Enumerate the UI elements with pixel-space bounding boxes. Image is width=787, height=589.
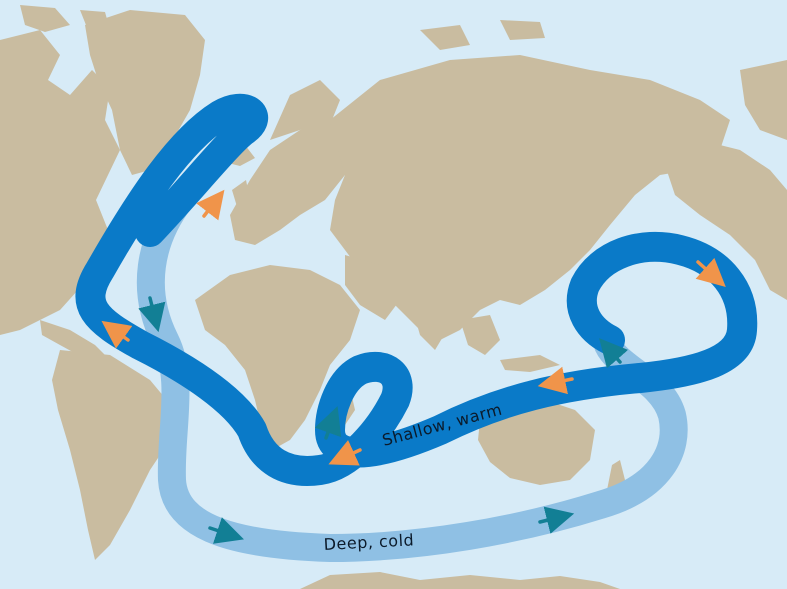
orange-arrow-icon: [695, 257, 726, 288]
asia: [330, 55, 730, 340]
africa: [195, 265, 360, 450]
teal-arrow-icon: [538, 506, 575, 534]
teal-arrow-icon: [208, 517, 244, 544]
northeast-arctic: [740, 60, 787, 140]
orange-arrow-icon: [537, 366, 574, 395]
teal-arrow-icon: [599, 338, 629, 369]
antarctica: [300, 572, 620, 589]
arctic-siberia-islands: [420, 20, 545, 50]
british-isles: [232, 180, 250, 210]
teal-arrow-icon: [314, 406, 342, 440]
greenland: [85, 10, 205, 175]
orange-arrow-icon: [101, 320, 133, 349]
deep-current: [136, 186, 688, 562]
orange-arrow-icon: [328, 440, 362, 466]
deep-current-path: [136, 186, 688, 562]
arabia: [345, 255, 400, 320]
australia: [478, 400, 595, 485]
shallow-current: [75, 93, 758, 486]
india: [410, 300, 450, 350]
south-america: [52, 350, 175, 560]
europe: [230, 120, 350, 245]
southeast-asia: [460, 315, 560, 372]
japan: [560, 225, 585, 262]
alaska: [660, 140, 787, 300]
warm-arrows: [101, 189, 726, 466]
shallow-current-path: [75, 93, 758, 486]
cold-arrows: [138, 296, 629, 544]
orange-arrow-icon: [196, 189, 225, 221]
deep-cold-label: Deep, cold: [323, 530, 414, 554]
scandinavia: [270, 80, 340, 140]
teal-arrow-icon: [138, 296, 166, 333]
